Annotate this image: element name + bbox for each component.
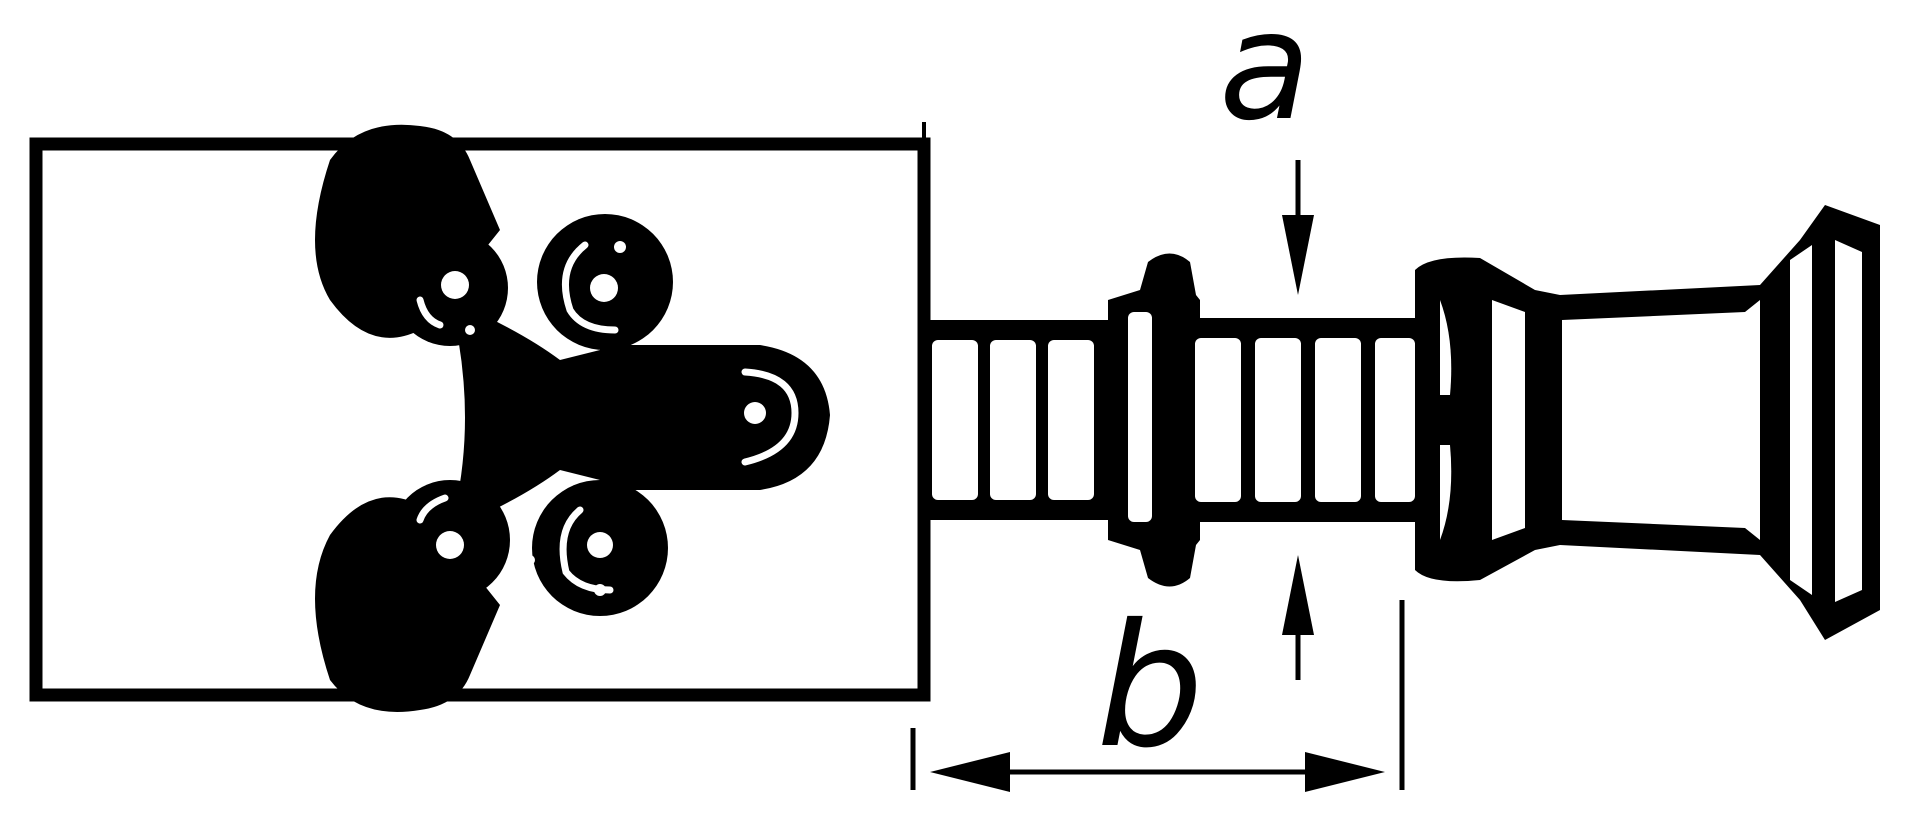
dimension-a [1282,160,1314,680]
connector-bell [1415,205,1880,640]
label-b: b [1096,588,1204,786]
label-a: a [1219,0,1311,154]
shaft-ribbed-left [924,320,1126,520]
collar-flange [1108,253,1200,587]
shaft-ribbed-right [1185,318,1415,522]
dimension-b [910,600,1405,792]
wing-fixture [315,124,830,712]
